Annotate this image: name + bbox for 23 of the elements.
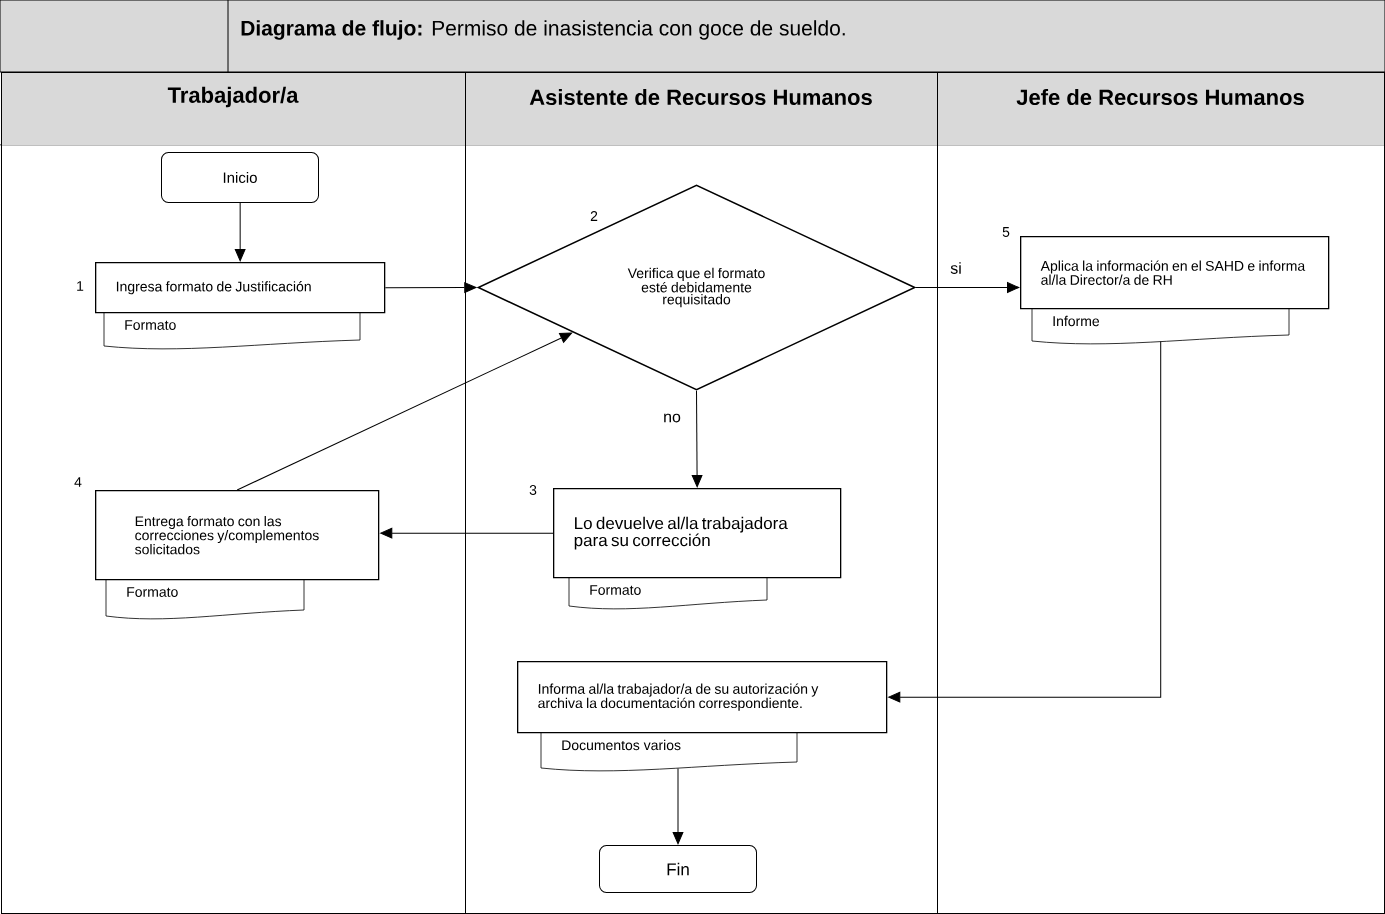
step-number: 5: [1002, 227, 1010, 237]
terminator: Fin: [599, 845, 757, 893]
process-box: Aplica la información en el SAHD e informa al/la Director/a de RH: [1020, 236, 1330, 310]
process-box: Lo devuelve al/la trabajadora para su corrección: [553, 488, 842, 579]
edge-label: no: [662, 412, 682, 424]
step-number: 4: [74, 477, 82, 487]
arrow: [234, 202, 246, 262]
arrow: [236, 332, 573, 491]
arrow: [691, 390, 703, 488]
process-box: Ingresa formato de Justificación: [95, 262, 386, 314]
arrow: [672, 767, 684, 845]
terminator: Inicio: [161, 152, 319, 203]
arrow: [888, 340, 1162, 703]
step-number: 1: [77, 281, 84, 291]
step-number: 3: [529, 485, 537, 495]
arrow: [915, 282, 1020, 293]
title-bar: Diagrama de flujo: Permiso de inasistencia con goce de sueldo.: [0, 0, 1385, 73]
arrow: [380, 527, 554, 539]
arrow: [384, 282, 477, 293]
step-number: 2: [590, 211, 598, 221]
edge-label: si: [949, 261, 963, 275]
process-box: Entrega formato con las correcciones y/complementos solicitados: [95, 490, 380, 581]
process-box: Informa al/la trabajador/a de su autorización y archiva la documentación correspondiente.: [517, 661, 888, 734]
